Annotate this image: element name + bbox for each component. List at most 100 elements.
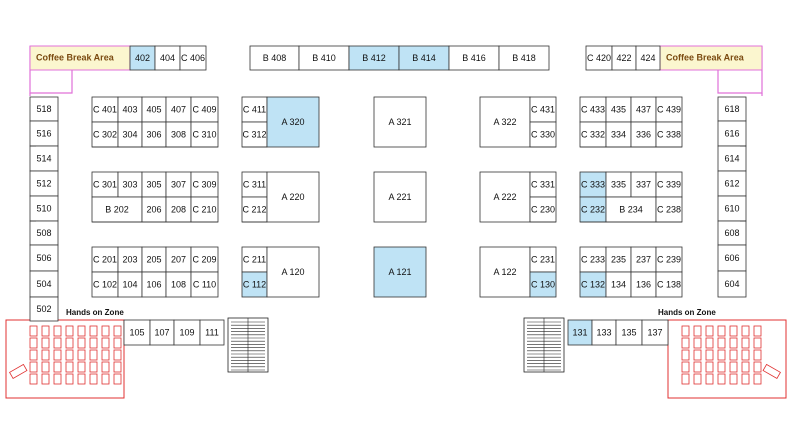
booth-c431[interactable]: C 431 [529, 96, 557, 123]
booth-614-box[interactable] [717, 145, 747, 172]
booth-a120-box[interactable] [266, 246, 320, 298]
booth-510[interactable]: 510 [29, 195, 59, 222]
booth-b408-box[interactable] [249, 45, 300, 71]
booth-b412[interactable]: B 412 [348, 45, 400, 71]
booth-106-box[interactable] [141, 271, 167, 298]
booth-208[interactable]: 208 [165, 196, 192, 223]
booth-407[interactable]: 407 [165, 96, 192, 123]
booth-c330[interactable]: C 330 [529, 121, 557, 148]
booth-a320-box[interactable] [266, 96, 320, 148]
booth-a322[interactable]: A 322 [479, 96, 531, 148]
booth-504[interactable]: 504 [29, 270, 59, 298]
booth-131-box[interactable] [567, 319, 593, 346]
booth-104-box[interactable] [117, 271, 143, 298]
booth-c212[interactable]: C 212 [241, 196, 268, 223]
booth-516[interactable]: 516 [29, 120, 59, 147]
booth-c239[interactable]: C 239 [655, 246, 683, 273]
booth-207-box[interactable] [165, 246, 192, 273]
booth-b416[interactable]: B 416 [448, 45, 500, 71]
booth-c433[interactable]: C 433 [579, 96, 607, 123]
booth-512-box[interactable] [29, 170, 59, 197]
booth-a122-box[interactable] [479, 246, 531, 298]
booth-c132-box[interactable] [579, 271, 607, 298]
booth-402[interactable]: 402 [129, 45, 156, 71]
booth-a321[interactable]: A 321 [373, 96, 427, 148]
booth-c212-box[interactable] [241, 196, 268, 223]
booth-512[interactable]: 512 [29, 170, 59, 197]
booth-c310[interactable]: C 310 [190, 121, 219, 148]
booth-a322-box[interactable] [479, 96, 531, 148]
booth-133-box[interactable] [591, 319, 617, 346]
booth-508[interactable]: 508 [29, 220, 59, 246]
booth-b202[interactable]: B 202 [91, 196, 143, 223]
booth-c411-box[interactable] [241, 96, 268, 123]
booth-a121[interactable]: A 121 [373, 246, 427, 298]
booth-c332[interactable]: C 332 [579, 121, 607, 148]
booth-b412-box[interactable] [348, 45, 400, 71]
booth-108[interactable]: 108 [165, 271, 192, 298]
booth-a220-box[interactable] [266, 171, 320, 223]
booth-235[interactable]: 235 [605, 246, 632, 273]
booth-304-box[interactable] [117, 121, 143, 148]
booth-c311[interactable]: C 311 [241, 171, 268, 198]
booth-606[interactable]: 606 [717, 244, 747, 272]
booth-514-box[interactable] [29, 145, 59, 172]
booth-c231-box[interactable] [529, 246, 557, 273]
booth-207[interactable]: 207 [165, 246, 192, 273]
booth-109-box[interactable] [173, 319, 201, 346]
booth-a221[interactable]: A 221 [373, 171, 427, 223]
booth-136[interactable]: 136 [630, 271, 657, 298]
booth-206[interactable]: 206 [141, 196, 167, 223]
booth-106[interactable]: 106 [141, 271, 167, 298]
booth-c138[interactable]: C 138 [655, 271, 683, 298]
booth-404[interactable]: 404 [154, 45, 181, 71]
booth-c333[interactable]: C 333 [579, 171, 607, 198]
booth-c233[interactable]: C 233 [579, 246, 607, 273]
booth-610-box[interactable] [717, 195, 747, 222]
booth-a221-box[interactable] [373, 171, 427, 223]
booth-111-box[interactable] [199, 319, 225, 346]
booth-c309-box[interactable] [190, 171, 219, 198]
booth-b414[interactable]: B 414 [398, 45, 450, 71]
booth-a222[interactable]: A 222 [479, 171, 531, 223]
booth-137-box[interactable] [641, 319, 669, 346]
booth-104[interactable]: 104 [117, 271, 143, 298]
booth-336[interactable]: 336 [630, 121, 657, 148]
booth-135-box[interactable] [615, 319, 643, 346]
booth-504-box[interactable] [29, 270, 59, 298]
booth-c112[interactable]: C 112 [241, 271, 268, 298]
booth-335[interactable]: 335 [605, 171, 632, 198]
booth-c110-box[interactable] [190, 271, 219, 298]
booth-c102[interactable]: C 102 [91, 271, 119, 298]
booth-435[interactable]: 435 [605, 96, 632, 123]
booth-b416-box[interactable] [448, 45, 500, 71]
booth-111[interactable]: 111 [199, 319, 225, 346]
booth-c338-box[interactable] [655, 121, 683, 148]
booth-c420[interactable]: C 420 [585, 45, 613, 71]
booth-405-box[interactable] [141, 96, 167, 123]
booth-c232[interactable]: C 232 [579, 196, 607, 223]
booth-618[interactable]: 618 [717, 96, 747, 122]
booth-422-box[interactable] [611, 45, 637, 71]
booth-c409[interactable]: C 409 [190, 96, 219, 123]
booth-305-box[interactable] [141, 171, 167, 198]
booth-134-box[interactable] [605, 271, 632, 298]
booth-514[interactable]: 514 [29, 145, 59, 172]
booth-516-box[interactable] [29, 120, 59, 147]
booth-b410[interactable]: B 410 [298, 45, 350, 71]
booth-c231[interactable]: C 231 [529, 246, 557, 273]
booth-506[interactable]: 506 [29, 244, 59, 272]
booth-616[interactable]: 616 [717, 120, 747, 147]
booth-c239-box[interactable] [655, 246, 683, 273]
booth-c330-box[interactable] [529, 121, 557, 148]
booth-205[interactable]: 205 [141, 246, 167, 273]
booth-435-box[interactable] [605, 96, 632, 123]
booth-b408[interactable]: B 408 [249, 45, 300, 71]
booth-237[interactable]: 237 [630, 246, 657, 273]
booth-c339[interactable]: C 339 [655, 171, 683, 198]
booth-508-box[interactable] [29, 220, 59, 246]
booth-422[interactable]: 422 [611, 45, 637, 71]
booth-502-box[interactable] [29, 296, 59, 322]
booth-b202-box[interactable] [91, 196, 143, 223]
booth-c130-box[interactable] [529, 271, 557, 298]
